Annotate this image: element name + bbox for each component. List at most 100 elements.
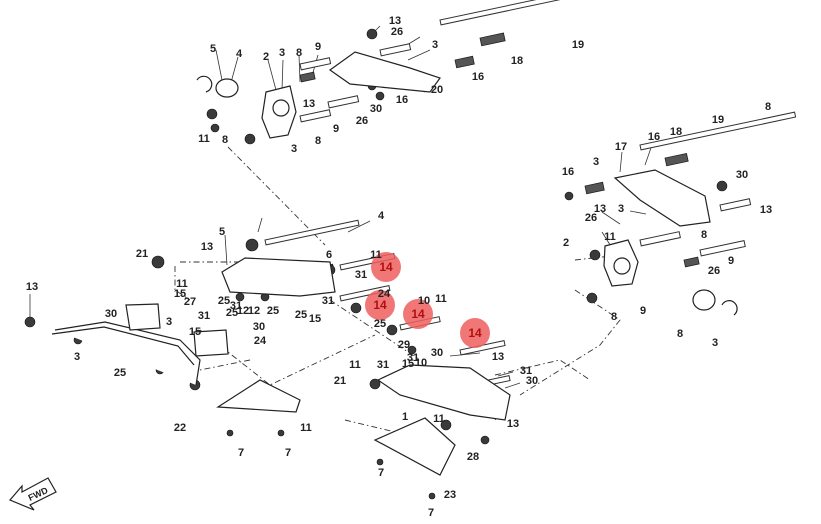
part-callout: 20 (431, 84, 443, 96)
part-callout: 8 (677, 328, 683, 340)
part-callout: 30 (370, 103, 382, 115)
shafts-and-bolts (264, 0, 797, 391)
part-callout: 29 (398, 339, 410, 351)
part-callout: 15 (402, 358, 414, 370)
part-callout: 11 (435, 293, 447, 305)
part-callout: 3 (291, 143, 297, 155)
part-callout: 17 (615, 141, 627, 153)
part-callout: 6 (326, 249, 332, 261)
part-callout: 18 (511, 55, 523, 67)
part-callout: 15 (309, 313, 321, 325)
highlight-marker (365, 290, 395, 320)
fwd-arrow-icon: FWD (9, 477, 57, 511)
part-callout: 3 (712, 337, 718, 349)
part-callout: 30 (526, 375, 538, 387)
part-callout: 3 (618, 203, 624, 215)
part-callout: 25 (114, 367, 126, 379)
part-callout: 30 (253, 321, 265, 333)
part-callout: 18 (670, 126, 682, 138)
part-callout: 13 (389, 15, 401, 27)
part-callout: 30 (431, 347, 443, 359)
part-callout: 26 (585, 212, 597, 224)
part-callout: 26 (391, 26, 403, 38)
part-callout: 13 (303, 98, 315, 110)
part-callout: 31 (230, 300, 242, 312)
highlight-marker (371, 252, 401, 282)
part-callout: 9 (728, 255, 734, 267)
part-callout: 9 (640, 305, 646, 317)
highlight-marker (403, 299, 433, 329)
part-callout: 30 (736, 169, 748, 181)
part-callout: 15 (189, 326, 201, 338)
part-callout: 7 (378, 467, 384, 479)
part-callout: 19 (712, 114, 724, 126)
part-callout: 19 (572, 39, 584, 51)
part-callout: 12 (237, 305, 249, 317)
part-callout: 8 (765, 101, 771, 113)
part-callout: 13 (760, 204, 772, 216)
part-callout: 15 (174, 288, 186, 300)
part-callout: 25 (226, 307, 238, 319)
part-callout: 13 (492, 351, 504, 363)
part-callout: 2 (263, 51, 269, 63)
part-callout: 3 (432, 39, 438, 51)
part-callout: 31 (355, 269, 367, 281)
part-callout: 10 (415, 357, 427, 369)
part-callout: 13 (507, 418, 519, 430)
part-callout: 1 (402, 411, 408, 423)
part-callout: 24 (254, 335, 267, 347)
part-callout: 21 (136, 248, 148, 260)
part-callout: 4 (378, 210, 385, 222)
part-callout: 3 (166, 316, 172, 328)
part-callout: 10 (418, 295, 430, 307)
highlight-label: 14 (373, 298, 387, 312)
part-callout: 31 (377, 359, 389, 371)
part-callout: 16 (396, 94, 408, 106)
part-callout: 7 (428, 507, 434, 519)
part-callout: 8 (296, 47, 302, 59)
part-callout: 2 (563, 237, 569, 249)
part-callout: 25 (374, 318, 386, 330)
part-callout: 16 (562, 166, 574, 178)
part-callout: 13 (201, 241, 213, 253)
part-callout: 11 (370, 249, 382, 261)
part-callout: 8 (701, 229, 707, 241)
part-callout: 11 (300, 422, 312, 434)
part-callout: 8 (222, 134, 228, 146)
part-callout: 5 (210, 43, 216, 55)
part-callout: 22 (174, 422, 186, 434)
part-callout: 11 (349, 359, 361, 371)
part-callout: 30 (105, 308, 117, 320)
part-callout: 12 (248, 305, 260, 317)
part-callout: 31 (520, 365, 532, 377)
part-callout: 3 (279, 47, 285, 59)
part-callout: 26 (356, 115, 368, 127)
part-callout: 28 (467, 451, 479, 463)
part-callout: 7 (285, 447, 291, 459)
part-callout: 7 (238, 447, 244, 459)
part-callout: 9 (315, 41, 321, 53)
components (51, 51, 738, 476)
part-callout: 26 (708, 265, 720, 277)
part-callout: 8 (611, 311, 617, 323)
part-callout: 8 (315, 135, 321, 147)
part-callout: 31 (407, 352, 419, 364)
highlight-label: 14 (468, 326, 482, 340)
part-callout: 11 (433, 413, 445, 425)
part-callout: 11 (198, 133, 210, 145)
part-callout: 31 (198, 310, 210, 322)
part-callout: 16 (648, 131, 660, 143)
part-callout: 25 (295, 309, 307, 321)
part-callout: 4 (236, 48, 243, 60)
part-callout: 9 (333, 123, 339, 135)
part-callout: 25 (267, 305, 279, 317)
part-callout: 3 (74, 351, 80, 363)
highlight-marker (460, 318, 490, 348)
part-callout: 11 (176, 278, 188, 290)
leader-lines (29, 25, 653, 421)
part-callout: 3 (593, 156, 599, 168)
part-callout: 11 (604, 231, 616, 243)
